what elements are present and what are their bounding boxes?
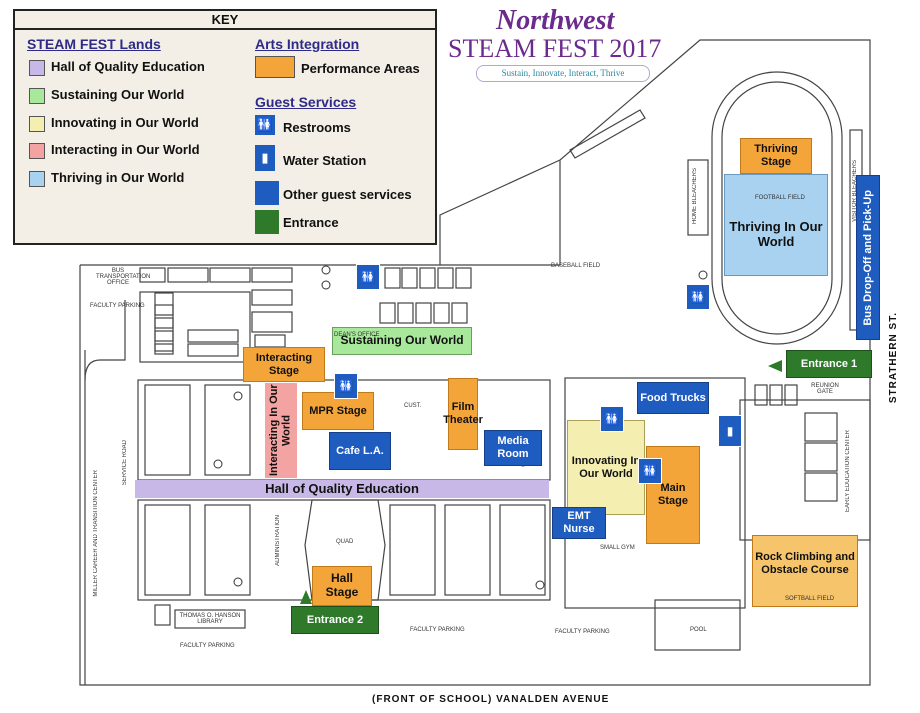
service-road-label: SERVICE ROAD (122, 440, 128, 486)
swatch-entrance (255, 210, 279, 234)
faculty-parking-south: FACULTY PARKING (180, 643, 235, 649)
guest-heading: Guest Services (255, 94, 357, 110)
faculty-parking-north: FACULTY PARKING (90, 303, 145, 309)
hall-of-quality-education: Hall of Quality Education (135, 480, 549, 498)
restroom-icon: 🚻 (334, 373, 358, 399)
water-bottle-icon: ▮ (255, 145, 275, 171)
pool-label: POOL (690, 627, 707, 633)
football-field-label: FOOTBALL FIELD (755, 195, 805, 201)
swatch-hall (29, 60, 45, 76)
hall-stage: Hall Stage (312, 566, 372, 606)
early-education-label: EARLY EDUCATION CENTER (845, 430, 851, 513)
key-entrance: Entrance (283, 215, 339, 230)
interacting-stage: Interacting Stage (243, 347, 325, 382)
swatch-guest-services (255, 181, 279, 205)
small-gym-label: SMALL GYM (600, 545, 635, 551)
emt-nurse: EMT Nurse (552, 507, 606, 539)
sustaining-our-world: Sustaining Our World (332, 327, 472, 355)
arrow-left-icon (768, 360, 782, 372)
key-thriving: Thriving in Our World (51, 170, 185, 185)
softball-field-label: SOFTBALL FIELD (785, 596, 835, 602)
logo-northwest: Northwest (496, 5, 615, 36)
administration-label: ADMINISTRATION (275, 515, 281, 566)
restroom-icon: 🚻 (686, 284, 710, 310)
faculty-parking-center: FACULTY PARKING (410, 627, 465, 633)
lands-heading: STEAM FEST Lands (27, 36, 161, 52)
swatch-sustaining (29, 88, 45, 104)
entrance-2: Entrance 2 (291, 606, 379, 634)
swatch-innovating (29, 116, 45, 132)
thriving-stage: Thriving Stage (740, 138, 812, 174)
swatch-thriving (29, 171, 45, 187)
key-performance: Performance Areas (301, 61, 420, 76)
deans-office-label: DEAN'S OFFICE (334, 332, 380, 338)
key-innovating: Innovating in Our World (51, 115, 199, 130)
cust-label: CUST. (404, 403, 422, 409)
home-bleachers-label: HOME BLEACHERS (692, 168, 698, 225)
thriving-in-our-world: Thriving In Our World (724, 174, 828, 276)
swatch-performance (255, 56, 295, 78)
innovating-in-our-world: Innovating In Our World (567, 420, 645, 515)
bus-office-label: BUS TRANSPORTATION OFFICE (96, 268, 151, 286)
film-theater: Film Theater (443, 378, 483, 450)
faculty-parking-right: FACULTY PARKING (555, 629, 610, 635)
logo-tagline: Sustain, Innovate, Interact, Thrive (476, 65, 650, 82)
key-title: KEY (15, 11, 435, 30)
key-restrooms: Restrooms (283, 120, 351, 135)
logo-steam-fest: STEAM FEST 2017 (448, 34, 662, 63)
key-interacting: Interacting in Our World (51, 142, 200, 157)
interacting-label: Interacting In Our World (268, 384, 293, 477)
key-hall: Hall of Quality Education (51, 59, 205, 74)
swatch-interacting (29, 143, 45, 159)
bus-drop-off-label: Bus Drop-Off and Pick-Up (861, 189, 874, 326)
water-bottle-icon: ▮ (718, 415, 742, 447)
visitor-bleachers-label: VISITOR BLEACHERS (852, 160, 858, 222)
reunion-gate-label: REUNION GATE (811, 383, 839, 395)
interacting-in-our-world: Interacting In Our World (265, 383, 297, 478)
restroom-icon: 🚻 (356, 264, 380, 290)
quad-label: QUAD (336, 539, 354, 545)
cafe-la: Cafe L.A. (329, 432, 391, 470)
strathern-street: STRATHERN ST. (888, 312, 899, 404)
bus-drop-off: Bus Drop-Off and Pick-Up (856, 175, 880, 340)
miller-center-label: MILLER CAREER AND TRANSITION CENTER (93, 470, 99, 597)
food-trucks: Food Trucks (637, 382, 709, 414)
library-label: THOMAS O. HANSON LIBRARY (179, 613, 241, 625)
restroom-icon: 🚻 (638, 458, 662, 484)
arrow-up-icon (300, 590, 312, 604)
vanalden-avenue: (FRONT OF SCHOOL) VANALDEN AVENUE (372, 694, 610, 705)
key-other-services: Other guest services (283, 187, 412, 202)
arts-heading: Arts Integration (255, 36, 360, 52)
key-water: Water Station (283, 153, 367, 168)
restroom-icon: 🚻 (600, 406, 624, 432)
baseball-field-label: BASEBALL FIELD (551, 263, 601, 269)
restroom-icon: 🚻 (255, 115, 275, 135)
media-room: Media Room (484, 430, 542, 466)
rock-climbing-course: Rock Climbing and Obstacle Course (752, 535, 858, 607)
entrance-1: Entrance 1 (786, 350, 872, 378)
map-key: KEY STEAM FEST Lands Hall of Quality Edu… (13, 9, 437, 245)
key-sustaining: Sustaining Our World (51, 87, 185, 102)
